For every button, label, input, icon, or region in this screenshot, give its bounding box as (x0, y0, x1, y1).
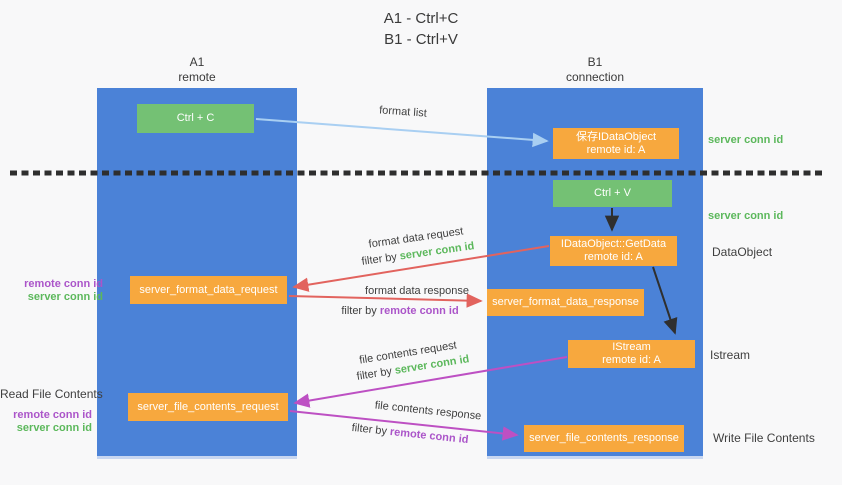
diagram-title: A1 - Ctrl+C B1 - Ctrl+V (281, 8, 561, 50)
file-request-label: server_file_contents_request (137, 400, 279, 413)
left-conn-id-annotation-bottom: remote conn id server conn id (0, 409, 92, 435)
file-contents-response-label: file contents response (374, 399, 482, 423)
format-request-label: server_format_data_request (139, 283, 278, 296)
istream-line2: remote id: A (602, 354, 661, 366)
remote-conn-id-text: remote conn id (379, 305, 459, 317)
ctrl-v-label: Ctrl + V (594, 187, 631, 199)
lane-b1-role: connection (565, 70, 625, 84)
file-response-label: server_file_contents_response (529, 432, 679, 444)
filter-by-text: filter by (355, 364, 396, 383)
title-line-2: B1 - Ctrl+V (384, 31, 458, 48)
server-conn-id-annotation-mid: server conn id (708, 210, 784, 222)
server-conn-id-annotation: server conn id (27, 291, 103, 303)
server-conn-id-annotation-top: server conn id (708, 134, 784, 146)
format-response-label: server_format_data_response (492, 296, 639, 308)
lane-header-b1: B1 connection (487, 55, 703, 85)
save-idataobject-box: 保存IDataObject remote id: A (553, 128, 679, 159)
server-conn-id-annotation: server conn id (16, 422, 92, 434)
getdata-line1: IDataObject::GetData (560, 238, 667, 250)
dataobject-annotation: DataObject (712, 245, 773, 259)
left-conn-id-annotation-mid: remote conn id server conn id (5, 278, 103, 304)
istream-line1: IStream (612, 341, 651, 353)
server-file-contents-request-box: server_file_contents_request (128, 393, 288, 421)
getdata-line2: remote id: A (584, 251, 643, 263)
remote-conn-id-text: remote conn id (389, 425, 469, 447)
istream-annotation: Istream (710, 348, 751, 362)
lane-b1-name: B1 (587, 55, 603, 69)
format-data-response-label: format data response (365, 285, 469, 297)
format-response-filter-label: filter by remote conn id (330, 305, 470, 317)
remote-conn-id-annotation: remote conn id (13, 409, 92, 421)
filter-by-text: filter by (360, 250, 401, 268)
filter-by-text: filter by (341, 305, 380, 317)
save-idataobject-line1: 保存IDataObject (575, 130, 657, 143)
server-format-data-response-box: server_format_data_response (487, 289, 644, 316)
format-list-label: format list (378, 104, 428, 120)
file-response-filter-label: filter by remote conn id (335, 420, 485, 448)
server-format-data-request-box: server_format_data_request (130, 276, 287, 304)
filter-by-text: filter by (351, 421, 391, 438)
lane-a1-role: remote (178, 70, 216, 84)
ctrl-c-label: Ctrl + C (176, 112, 215, 124)
server-file-contents-response-box: server_file_contents_response (524, 425, 684, 452)
title-line-1: A1 - Ctrl+C (383, 10, 459, 27)
lane-a1-name: A1 (189, 55, 205, 69)
read-file-contents-annotation: Read File Contents (0, 387, 103, 401)
ctrl-v-box: Ctrl + V (553, 180, 672, 207)
istream-box: IStream remote id: A (568, 340, 695, 368)
idataobject-getdata-box: IDataObject::GetData remote id: A (550, 236, 677, 266)
save-idataobject-line2: remote id: A (586, 143, 646, 156)
write-file-contents-annotation: Write File Contents (713, 431, 815, 445)
remote-conn-id-annotation: remote conn id (24, 278, 103, 290)
lane-header-a1: A1 remote (97, 55, 297, 85)
ctrl-c-box: Ctrl + C (137, 104, 254, 133)
